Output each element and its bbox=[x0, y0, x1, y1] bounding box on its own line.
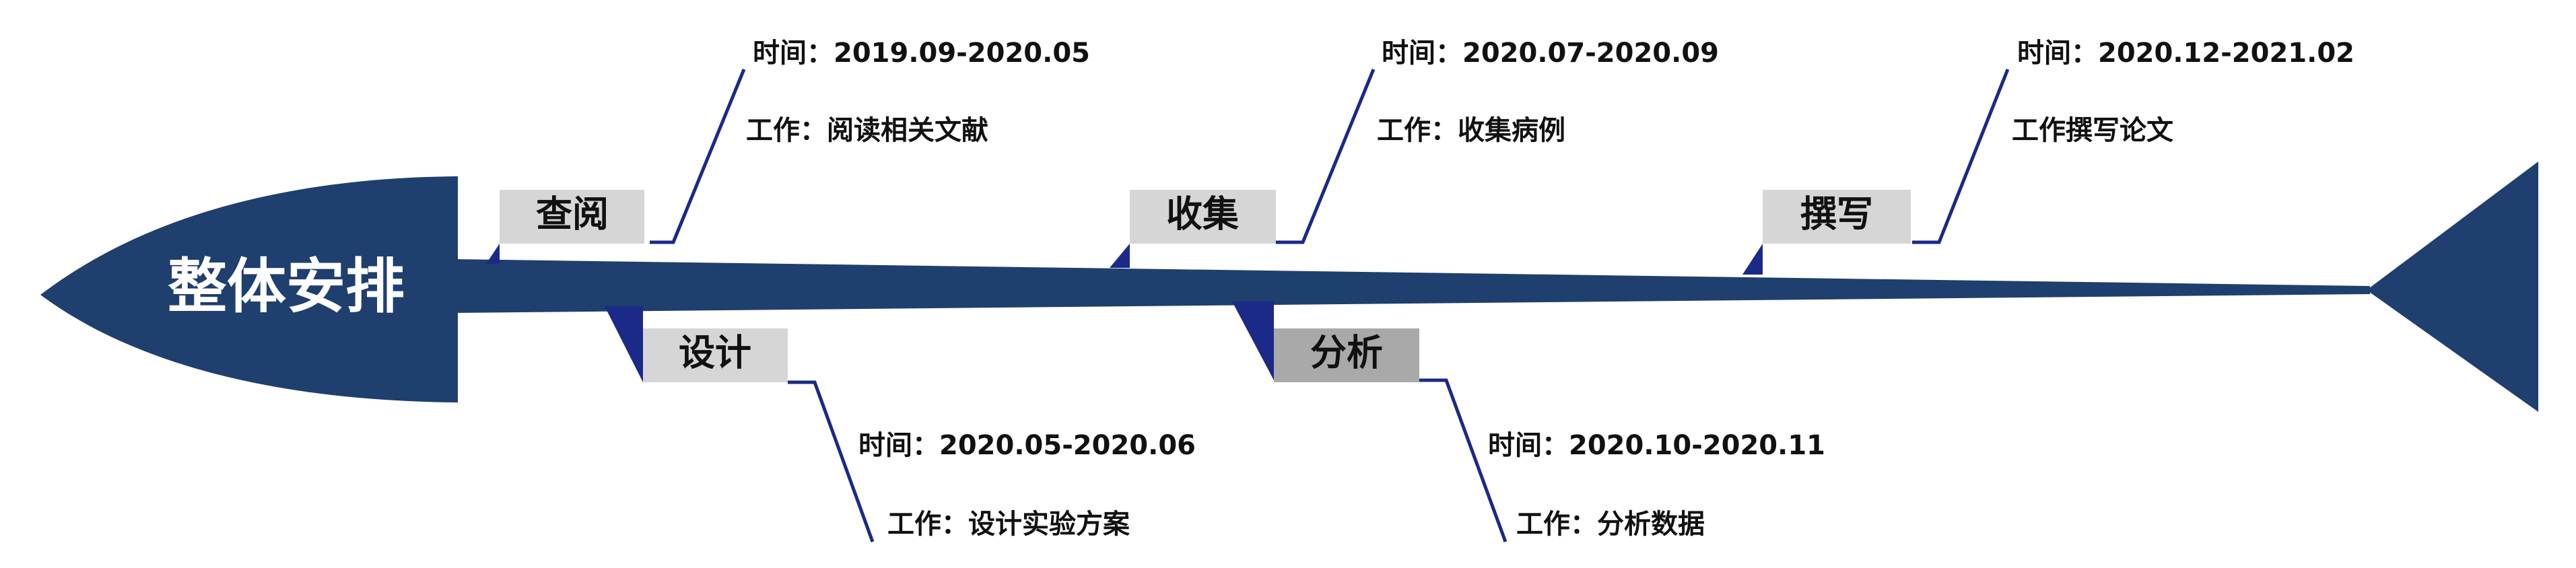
stage-3-time: 时间：2020.07-2020.09 bbox=[1382, 38, 1719, 69]
stage-1-label-text: 查阅 bbox=[536, 193, 609, 236]
fish-tail bbox=[2367, 162, 2538, 412]
stage-3-label: 收集 bbox=[1130, 190, 1276, 244]
stage-2-work: 工作：设计实验方案 bbox=[887, 509, 1130, 540]
fish-spine bbox=[451, 259, 2370, 313]
stage-4-label: 分析 bbox=[1274, 328, 1419, 382]
stage-4-time: 时间：2020.10-2020.11 bbox=[1488, 430, 1825, 461]
stage-2-label-text: 设计 bbox=[679, 332, 751, 374]
stage-5-bone bbox=[1742, 69, 2010, 275]
fish-head bbox=[40, 176, 458, 402]
stage-1-work: 工作：阅读相关文献 bbox=[746, 115, 988, 146]
diagram-title: 整体安排 bbox=[168, 252, 405, 321]
stage-3-work: 工作：收集病例 bbox=[1377, 115, 1565, 146]
stage-3-label-text: 收集 bbox=[1166, 193, 1239, 236]
stage-1-time: 时间：2019.09-2020.05 bbox=[753, 38, 1090, 69]
stage-4-label-text: 分析 bbox=[1310, 332, 1383, 374]
stage-5-label: 撰写 bbox=[1763, 190, 1911, 244]
stage-4-bone bbox=[1232, 301, 1507, 542]
stage-2-bone bbox=[605, 306, 875, 542]
stage-1-label: 查阅 bbox=[500, 190, 644, 244]
stage-4-work: 工作：分析数据 bbox=[1516, 509, 1705, 540]
stage-2-label: 设计 bbox=[643, 328, 788, 382]
stage-3-bone bbox=[1110, 69, 1376, 268]
stage-2-time: 时间：2020.05-2020.06 bbox=[858, 430, 1196, 461]
stage-5-time: 时间：2020.12-2021.02 bbox=[2017, 38, 2354, 69]
stage-5-label-text: 撰写 bbox=[1800, 193, 1873, 236]
stage-5-work: 工作撰写论文 bbox=[2012, 115, 2173, 146]
stage-1-bone bbox=[486, 69, 746, 264]
